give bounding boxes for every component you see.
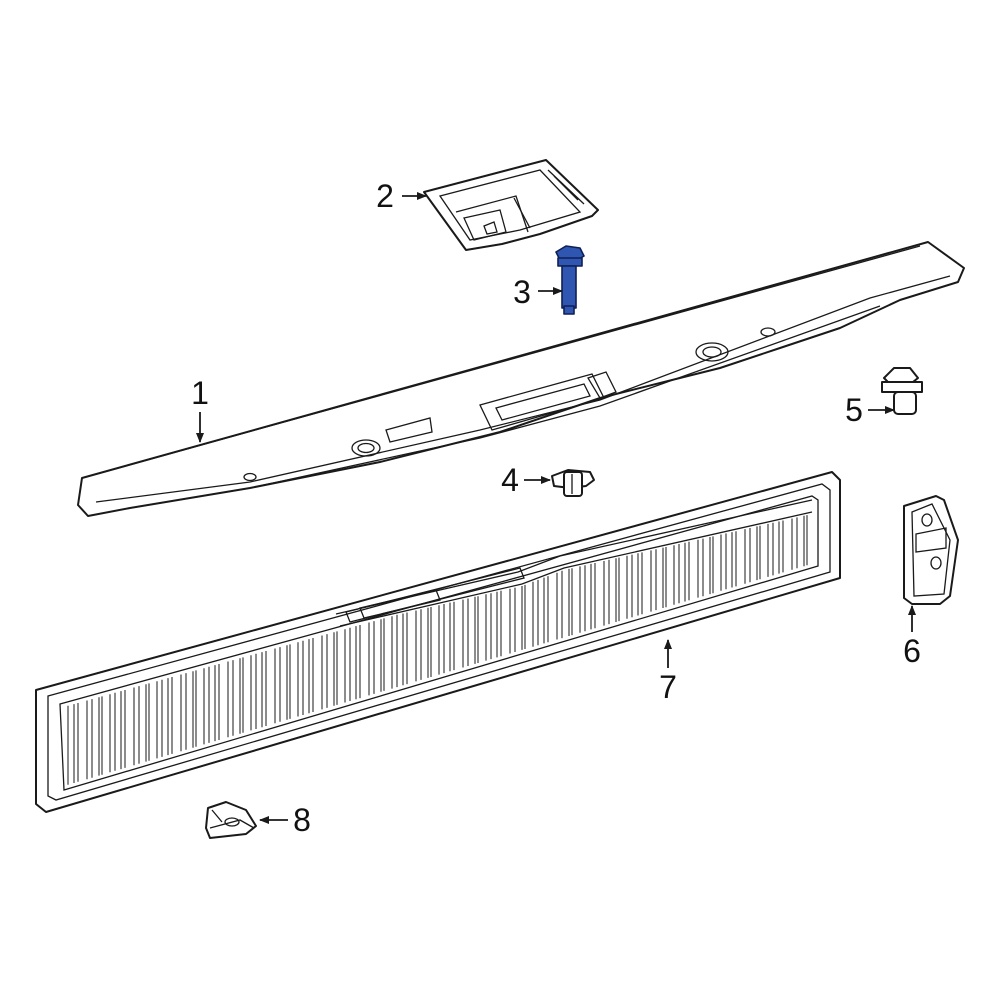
callout-2: 2 (376, 178, 394, 214)
panel-ribs (67, 515, 808, 785)
stud-part[interactable] (881, 367, 923, 415)
molding-part[interactable] (77, 241, 965, 517)
nut-part[interactable] (205, 801, 257, 839)
callout-1: 1 (191, 375, 209, 411)
bracket-part[interactable] (423, 159, 599, 251)
callout-8: 8 (293, 802, 311, 838)
callout-3: 3 (513, 274, 531, 310)
leader-lines (196, 192, 916, 824)
bumper-part[interactable] (903, 495, 959, 605)
clip-part[interactable] (551, 469, 595, 497)
callout-6: 6 (903, 633, 921, 669)
callout-labels: 1 2 3 4 5 6 7 8 (191, 178, 921, 838)
panel-part[interactable] (35, 471, 841, 813)
callout-5: 5 (845, 392, 863, 428)
callout-7: 7 (659, 669, 677, 705)
callout-4: 4 (501, 462, 519, 498)
bolt-part[interactable] (555, 245, 585, 315)
